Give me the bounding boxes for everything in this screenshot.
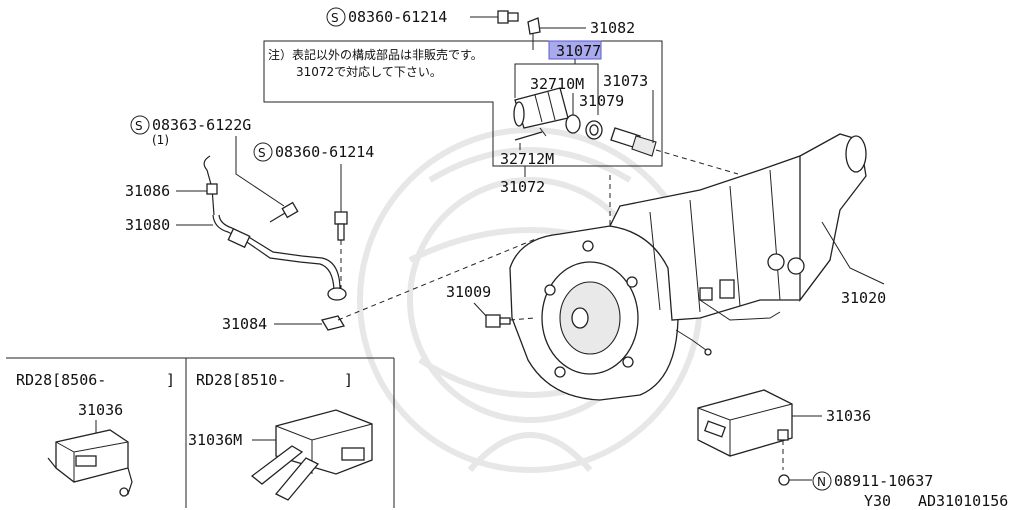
control-unit-31036-icon (697, 389, 793, 457)
label-31082: 31082 (590, 19, 635, 37)
part-31086-callout[interactable]: 31086 (125, 182, 210, 200)
note-line2: 31072で対応して下さい。 (296, 65, 442, 79)
note-line1: 注）表記以外の構成部品は非販売です。 (268, 47, 483, 62)
screw-left-qty: (1) (152, 133, 169, 147)
part-31073-callout[interactable]: 31073 (603, 72, 654, 143)
panel-rd28-8510: RD28[8510- ] 31036M (188, 371, 373, 501)
panel-left-bracket: ] (166, 371, 175, 389)
label-31072: 31072 (500, 178, 545, 196)
label-32710m: 32710M (530, 75, 584, 93)
screw-mid-icon (334, 211, 348, 241)
screw-top-callout[interactable]: S 08360-61214 (326, 7, 519, 27)
part-31080-callout[interactable]: 31080 (125, 216, 213, 234)
label-31086: 31086 (125, 182, 170, 200)
footer-code: AD31010156 (918, 492, 1008, 510)
nut-label: 08911-10637 (834, 472, 933, 490)
panel-right-title: RD28[8510- (196, 371, 286, 389)
pin-32712m-icon (514, 127, 547, 141)
screw-left-icon (269, 201, 299, 223)
speedo-sleeve-icon (513, 87, 569, 129)
label-31073: 31073 (603, 72, 648, 90)
part-31072-callout[interactable]: 31072 (500, 166, 545, 196)
screw-mid-callout[interactable]: S 08360-61214 (253, 142, 374, 290)
nut-callout[interactable]: N 08911-10637 (789, 471, 933, 491)
gasket-31084-icon (320, 315, 346, 331)
part-32712m-callout[interactable]: 32712M (500, 143, 554, 168)
label-31079: 31079 (579, 92, 624, 110)
label-31009: 31009 (446, 283, 491, 301)
pinion-gear-31073-icon (610, 127, 657, 157)
screw-top-prefix: S (331, 11, 339, 25)
screw-mid-prefix: S (258, 146, 266, 160)
part-31079-callout[interactable]: 31079 (579, 92, 624, 110)
bolt-31009-icon (485, 314, 511, 328)
gasket-31082-icon (527, 17, 541, 35)
label-32712m: 32712M (500, 150, 554, 168)
panel-left-part-label: 31036 (78, 401, 123, 419)
part-32710m-callout[interactable]: 32710M (530, 75, 584, 115)
screw-top-label: 08360-61214 (348, 8, 447, 26)
control-unit-36m-icon (250, 409, 373, 501)
panel-rd28-8506: RD28[8506- ] 31036 (16, 371, 175, 497)
label-31080: 31080 (125, 216, 170, 234)
screw-left-prefix: S (135, 119, 143, 133)
label-31084: 31084 (222, 315, 267, 333)
nut-prefix: N (817, 475, 826, 489)
label-31077: 31077 (556, 42, 601, 60)
part-31009-callout[interactable]: 31009 (446, 283, 535, 328)
part-31082-callout[interactable]: 31082 (527, 17, 635, 50)
panel-right-part-label: 31036M (188, 431, 242, 449)
part-31077-callout[interactable]: 31077 (514, 40, 602, 115)
label-31036-right: 31036 (826, 407, 871, 425)
part-31036-right-callout[interactable]: 31036 (792, 407, 871, 425)
panel-left-title: RD28[8506- (16, 371, 106, 389)
screw-top-icon (497, 10, 519, 24)
screw-left-label: 08363-6122G (152, 116, 251, 134)
o-ring-32710m-icon (565, 114, 581, 134)
control-unit-bracket-icon (47, 429, 133, 497)
screw-mid-label: 08360-61214 (275, 143, 374, 161)
footer-model: Y30 (864, 492, 891, 510)
note-box (263, 40, 663, 167)
part-31084-callout[interactable]: 31084 (222, 237, 539, 333)
part-31020-callout[interactable]: 31020 (821, 221, 886, 307)
screw-left-callout[interactable]: S 08363-6122G (1) (130, 115, 299, 223)
panel-right-bracket: ] (344, 371, 353, 389)
variant-panels (6, 357, 395, 508)
label-31020: 31020 (841, 289, 886, 307)
dipstick-tube-icon (203, 155, 347, 301)
nut-bolt-icon (777, 429, 790, 486)
o-ring-31079-icon (585, 120, 603, 140)
transmission-assembly-icon[interactable] (509, 133, 867, 401)
